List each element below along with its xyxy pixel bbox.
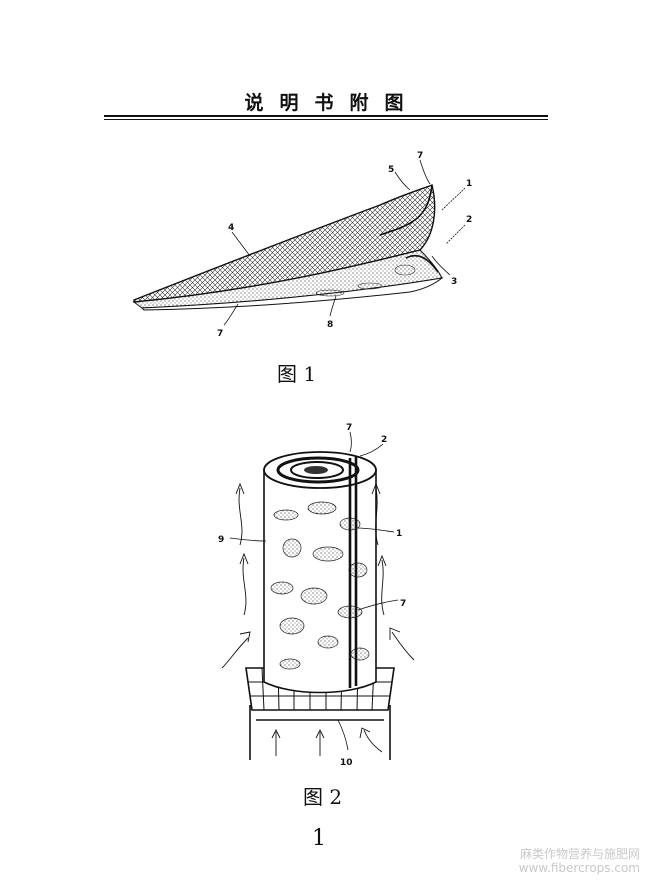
fig1-label-4: 4 [228,223,234,233]
rack-legs [249,705,391,760]
blotch-band-shape [140,277,444,311]
fig1-label-5: 5 [388,165,394,175]
fig1-label-8: 8 [327,320,333,330]
fig1-label-7: 7 [417,151,423,161]
roll-blotches [270,501,370,670]
fig2-label-2: 2 [381,435,387,445]
figure-2-caption: 图 2 [303,785,343,809]
fig2-label-1: 1 [396,529,402,539]
page-title: 说明书附图 [244,92,420,114]
page-number: 1 [312,826,326,851]
header-rule [104,115,548,117]
fig1-label-2: 2 [466,215,472,225]
fig1-label-7b: 7 [217,329,223,339]
curl-fold [405,254,439,273]
watermark: 麻类作物营养与施肥网 www.fibercrops.com [519,847,640,875]
watermark-line-1: 麻类作物营养与施肥网 [519,847,640,861]
figure-1-caption: 图 1 [277,362,317,386]
fig2-label-7-side: 7 [400,599,406,609]
fig1-label-1: 1 [466,179,472,189]
curl-edge [379,184,433,236]
header-rule-thin [104,119,548,120]
sheet-edge-strip [348,456,358,688]
figure-2-drawing: 7 2 1 9 7 10 [218,423,415,768]
airflow-arrows [221,482,415,756]
watermark-line-2: www.fibercrops.com [518,861,640,875]
figure-1-drawing: 7 5 1 2 3 4 7 8 [132,151,472,339]
fig2-label-9: 9 [218,535,224,545]
fig2-label-10: 10 [340,758,353,768]
fig1-label-3: 3 [451,277,457,287]
fig2-label-7: 7 [346,423,352,433]
